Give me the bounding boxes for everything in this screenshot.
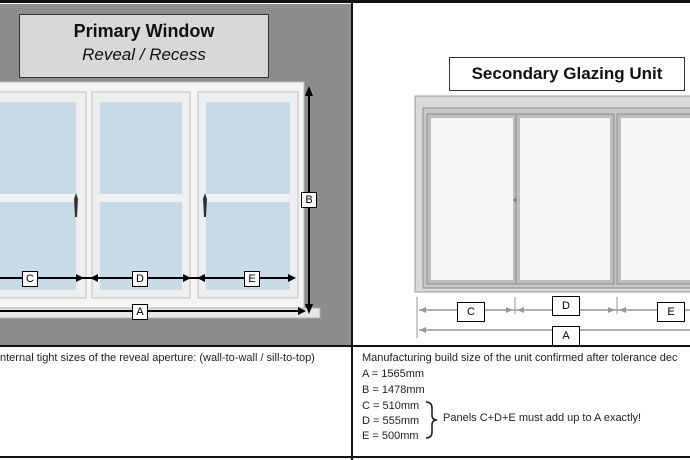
window-sill: [0, 307, 321, 319]
unit-catch-icon: [513, 198, 517, 202]
bottom-border: [0, 456, 690, 458]
measurement-e: E = 500mm: [362, 430, 419, 442]
primary-window-title-box: Primary Window Reveal / Recess: [19, 14, 269, 78]
glass-pane: [206, 102, 290, 194]
row-divider: [0, 345, 690, 347]
dimension-label-e: E: [244, 271, 260, 287]
measurement-a: A = 1565mm: [362, 368, 425, 380]
window-handle-icon: [74, 193, 78, 217]
unit-pane-c: [431, 118, 513, 280]
glazing-bar: [206, 194, 290, 202]
unit-label-c: C: [457, 302, 485, 322]
primary-window-subtitle: Reveal / Recess: [82, 45, 206, 64]
primary-window-drawing: [0, 81, 321, 319]
dimension-label-d: D: [132, 271, 148, 287]
secondary-unit-drawing: [414, 95, 690, 338]
secondary-glazing-panel: Secondary Glazing Unit C D E A: [353, 4, 690, 346]
dimension-label-c: C: [22, 271, 38, 287]
glazing-bar: [100, 194, 182, 202]
measurement-d: D = 555mm: [362, 415, 420, 427]
primary-window-caption: nternal tight sizes of the reveal apertu…: [0, 352, 315, 364]
panels-sum-note: Panels C+D+E must add up to A exactly!: [443, 412, 642, 424]
secondary-unit-caption: Manufacturing build size of the unit con…: [362, 352, 678, 364]
unit-pane-e: [621, 118, 690, 280]
glass-pane: [100, 102, 182, 194]
dimension-label-a: A: [132, 304, 148, 320]
glass-pane: [0, 102, 76, 194]
measurement-c: C = 510mm: [362, 400, 420, 412]
glazing-bar: [0, 194, 76, 202]
unit-label-e: E: [657, 302, 685, 322]
glass-pane: [0, 202, 76, 290]
secondary-unit-title: Secondary Glazing Unit: [449, 57, 685, 91]
unit-pane-d: [520, 118, 610, 280]
unit-label-a: A: [552, 326, 580, 346]
top-border: [0, 0, 690, 3]
primary-window-title: Primary Window: [73, 21, 215, 41]
primary-window-panel: C D E B A Primary Window Reveal / Recess: [0, 4, 352, 346]
center-divider: [351, 0, 353, 460]
window-handle-icon: [203, 193, 207, 217]
measurement-b: B = 1478mm: [362, 384, 425, 396]
unit-label-d: D: [552, 296, 580, 316]
dimension-label-b: B: [301, 192, 317, 208]
brace-icon: [425, 401, 438, 439]
